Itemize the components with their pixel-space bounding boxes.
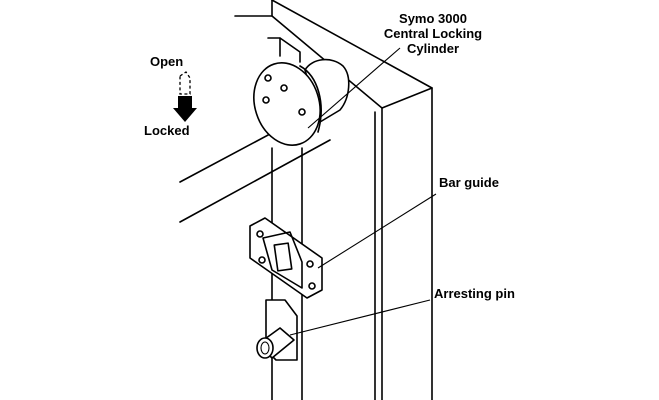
callout-lines: [289, 47, 437, 336]
open-label: Open: [150, 54, 184, 69]
arrow-down-icon: [173, 71, 197, 122]
cylinder-label: Symo 3000 Central Locking Cylinder: [363, 11, 503, 56]
cylinder-label-line2: Central Locking: [383, 26, 483, 41]
locked-label: Locked: [144, 123, 190, 138]
top-bracket: [267, 37, 301, 63]
locking-cylinder: [253, 58, 350, 146]
bar-guide-label: Bar guide: [439, 175, 499, 190]
bar-guide-plate: [249, 217, 323, 299]
arresting-pin: [256, 299, 298, 361]
cylinder-label-line1: Symo 3000: [399, 11, 467, 26]
cylinder-label-line3: Cylinder: [406, 41, 459, 56]
arresting-pin-label: Arresting pin: [434, 286, 515, 301]
